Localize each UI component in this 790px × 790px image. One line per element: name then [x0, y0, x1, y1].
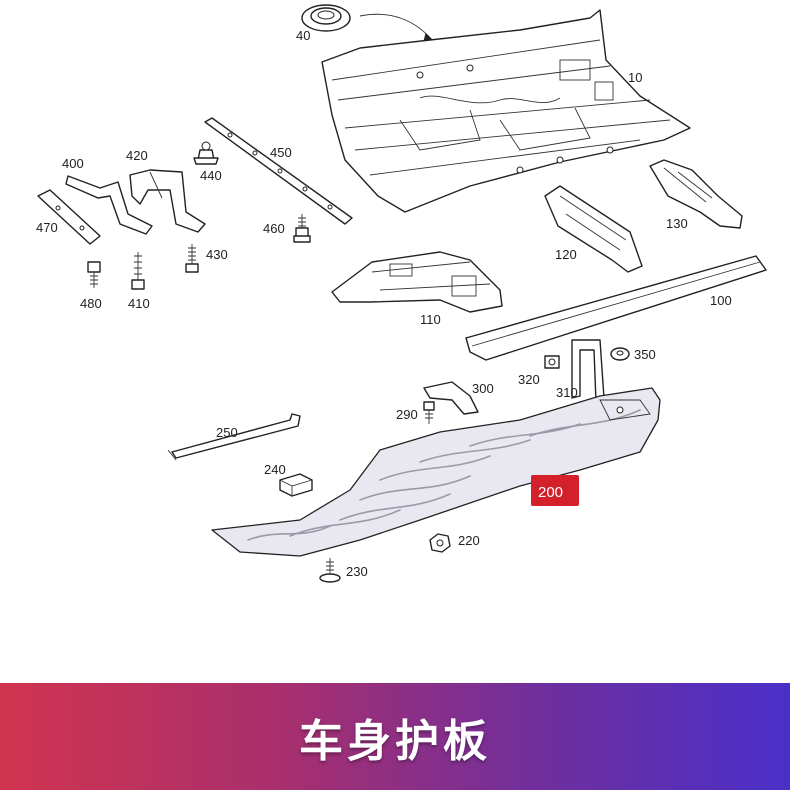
part-300-bracket	[423, 381, 479, 415]
label-410: 410	[128, 296, 150, 311]
label-130: 130	[666, 216, 688, 231]
label-350: 350	[634, 347, 656, 362]
part-110-cross-member	[331, 251, 503, 313]
part-250-strap	[167, 413, 301, 461]
part-440-clip	[193, 141, 219, 165]
label-300: 300	[472, 381, 494, 396]
part-400-bracket	[65, 175, 153, 235]
part-450-strip	[204, 117, 353, 225]
part-310-bracket	[571, 339, 605, 403]
part-290-bolt	[423, 401, 435, 424]
label-290: 290	[396, 407, 418, 422]
banner-title: 车身护板	[299, 715, 491, 767]
part-480-stud	[87, 261, 101, 288]
part-200-underbody-panel	[211, 387, 661, 557]
label-400: 400	[62, 156, 84, 171]
label-230: 230	[346, 564, 368, 579]
label-100: 100	[710, 293, 732, 308]
part-230-screw	[319, 558, 341, 583]
part-40-grommet	[301, 4, 437, 45]
label-250: 250	[216, 425, 238, 440]
label-320: 320	[518, 372, 540, 387]
label-10: 10	[628, 70, 642, 85]
label-440: 440	[200, 168, 222, 183]
part-410-bolt	[131, 252, 145, 290]
label-200-highlight: 200	[531, 475, 579, 506]
label-200: 200	[538, 484, 563, 501]
label-470: 470	[36, 220, 58, 235]
label-220: 220	[458, 533, 480, 548]
part-350-nut	[610, 347, 630, 361]
part-420-bracket	[129, 169, 206, 233]
label-110: 110	[420, 312, 441, 327]
label-430: 430	[206, 247, 228, 262]
label-310: 310	[556, 385, 578, 400]
part-430-bolt	[185, 244, 199, 273]
label-460: 460	[263, 221, 285, 236]
part-460-bolt	[293, 214, 311, 243]
part-470-plate	[37, 189, 101, 245]
label-120: 120	[555, 247, 577, 262]
part-120-reinforcement	[544, 185, 643, 273]
label-240: 240	[264, 462, 286, 477]
part-240-block	[279, 473, 313, 497]
part-10-floor-pan	[321, 9, 691, 213]
label-450: 450	[270, 145, 292, 160]
title-banner: 车身护板	[0, 683, 790, 790]
label-40: 40	[296, 28, 310, 43]
part-100-rail	[465, 255, 767, 361]
part-220-nut	[429, 533, 451, 553]
parts-diagram: 40 10 450 460	[36, 4, 767, 583]
part-130-bracket	[649, 159, 743, 229]
label-420: 420	[126, 148, 148, 163]
part-320-clip	[544, 355, 560, 369]
label-480: 480	[80, 296, 102, 311]
